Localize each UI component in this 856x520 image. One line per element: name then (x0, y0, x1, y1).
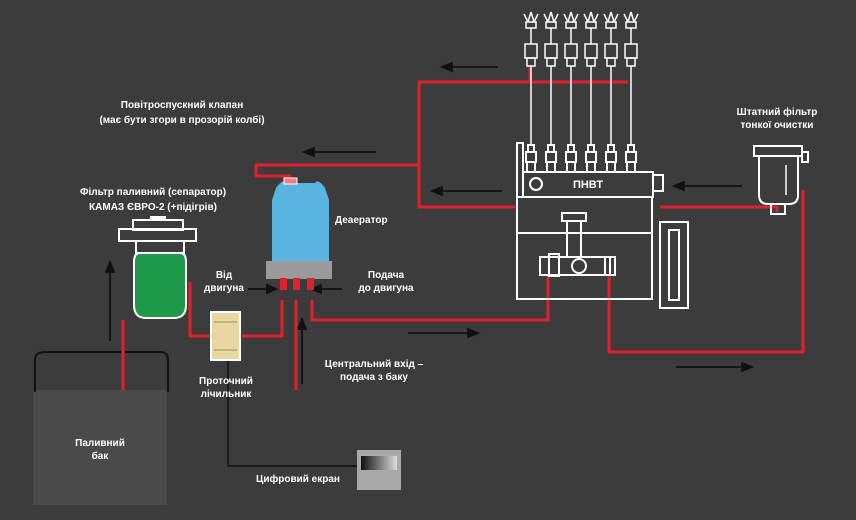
label-central-inlet-2: подача з баку (340, 372, 408, 383)
deaerator-body (272, 181, 329, 262)
label-deaerator: Деаератор (335, 215, 388, 226)
flowmeter (210, 311, 241, 361)
label-flowmeter-2: лічильник (200, 389, 252, 400)
fine-filter (753, 145, 809, 215)
label-fuel-filter-model: КАМАЗ ЄВРО-2 (+підігрів) (89, 202, 217, 213)
label-fine-filter-2: тонкої очистки (740, 120, 814, 131)
label-fuel-filter: Фільтр паливний (сепаратор) (79, 187, 227, 198)
filter-bowl (133, 252, 187, 319)
label-digital-screen: Цифровий екран (256, 474, 340, 485)
label-fine-filter-1: Штатний фільтр (736, 107, 818, 118)
label-from-engine-2: двигуна (204, 283, 244, 294)
signal-wire (227, 360, 357, 467)
fuel-tank-handle (34, 351, 169, 392)
label-tank-1: Паливний (75, 438, 125, 449)
label-pump: ПНВТ (572, 179, 604, 191)
air-valve (283, 177, 298, 185)
label-tank-2: бак (91, 451, 109, 462)
flow-arrows (104, 61, 755, 384)
injection-pump (516, 142, 689, 309)
label-supply-1: Подача (367, 270, 405, 281)
fuel-filter (118, 216, 197, 319)
label-air-valve-note: (має бути згори в прозорій колбі) (99, 115, 265, 126)
label-supply-2: до двигуна (358, 283, 414, 294)
label-flowmeter-1: Проточний (199, 376, 253, 387)
fuel-lines (121, 65, 805, 390)
deaerator (266, 177, 332, 290)
label-air-valve: Повітроспускний клапан (120, 100, 244, 111)
label-from-engine-1: Від (215, 270, 233, 281)
injectors (523, 11, 639, 146)
digital-screen-display (361, 456, 397, 470)
fuel-tank (33, 390, 167, 505)
label-central-inlet-1: Центральний вхід – (324, 359, 424, 370)
